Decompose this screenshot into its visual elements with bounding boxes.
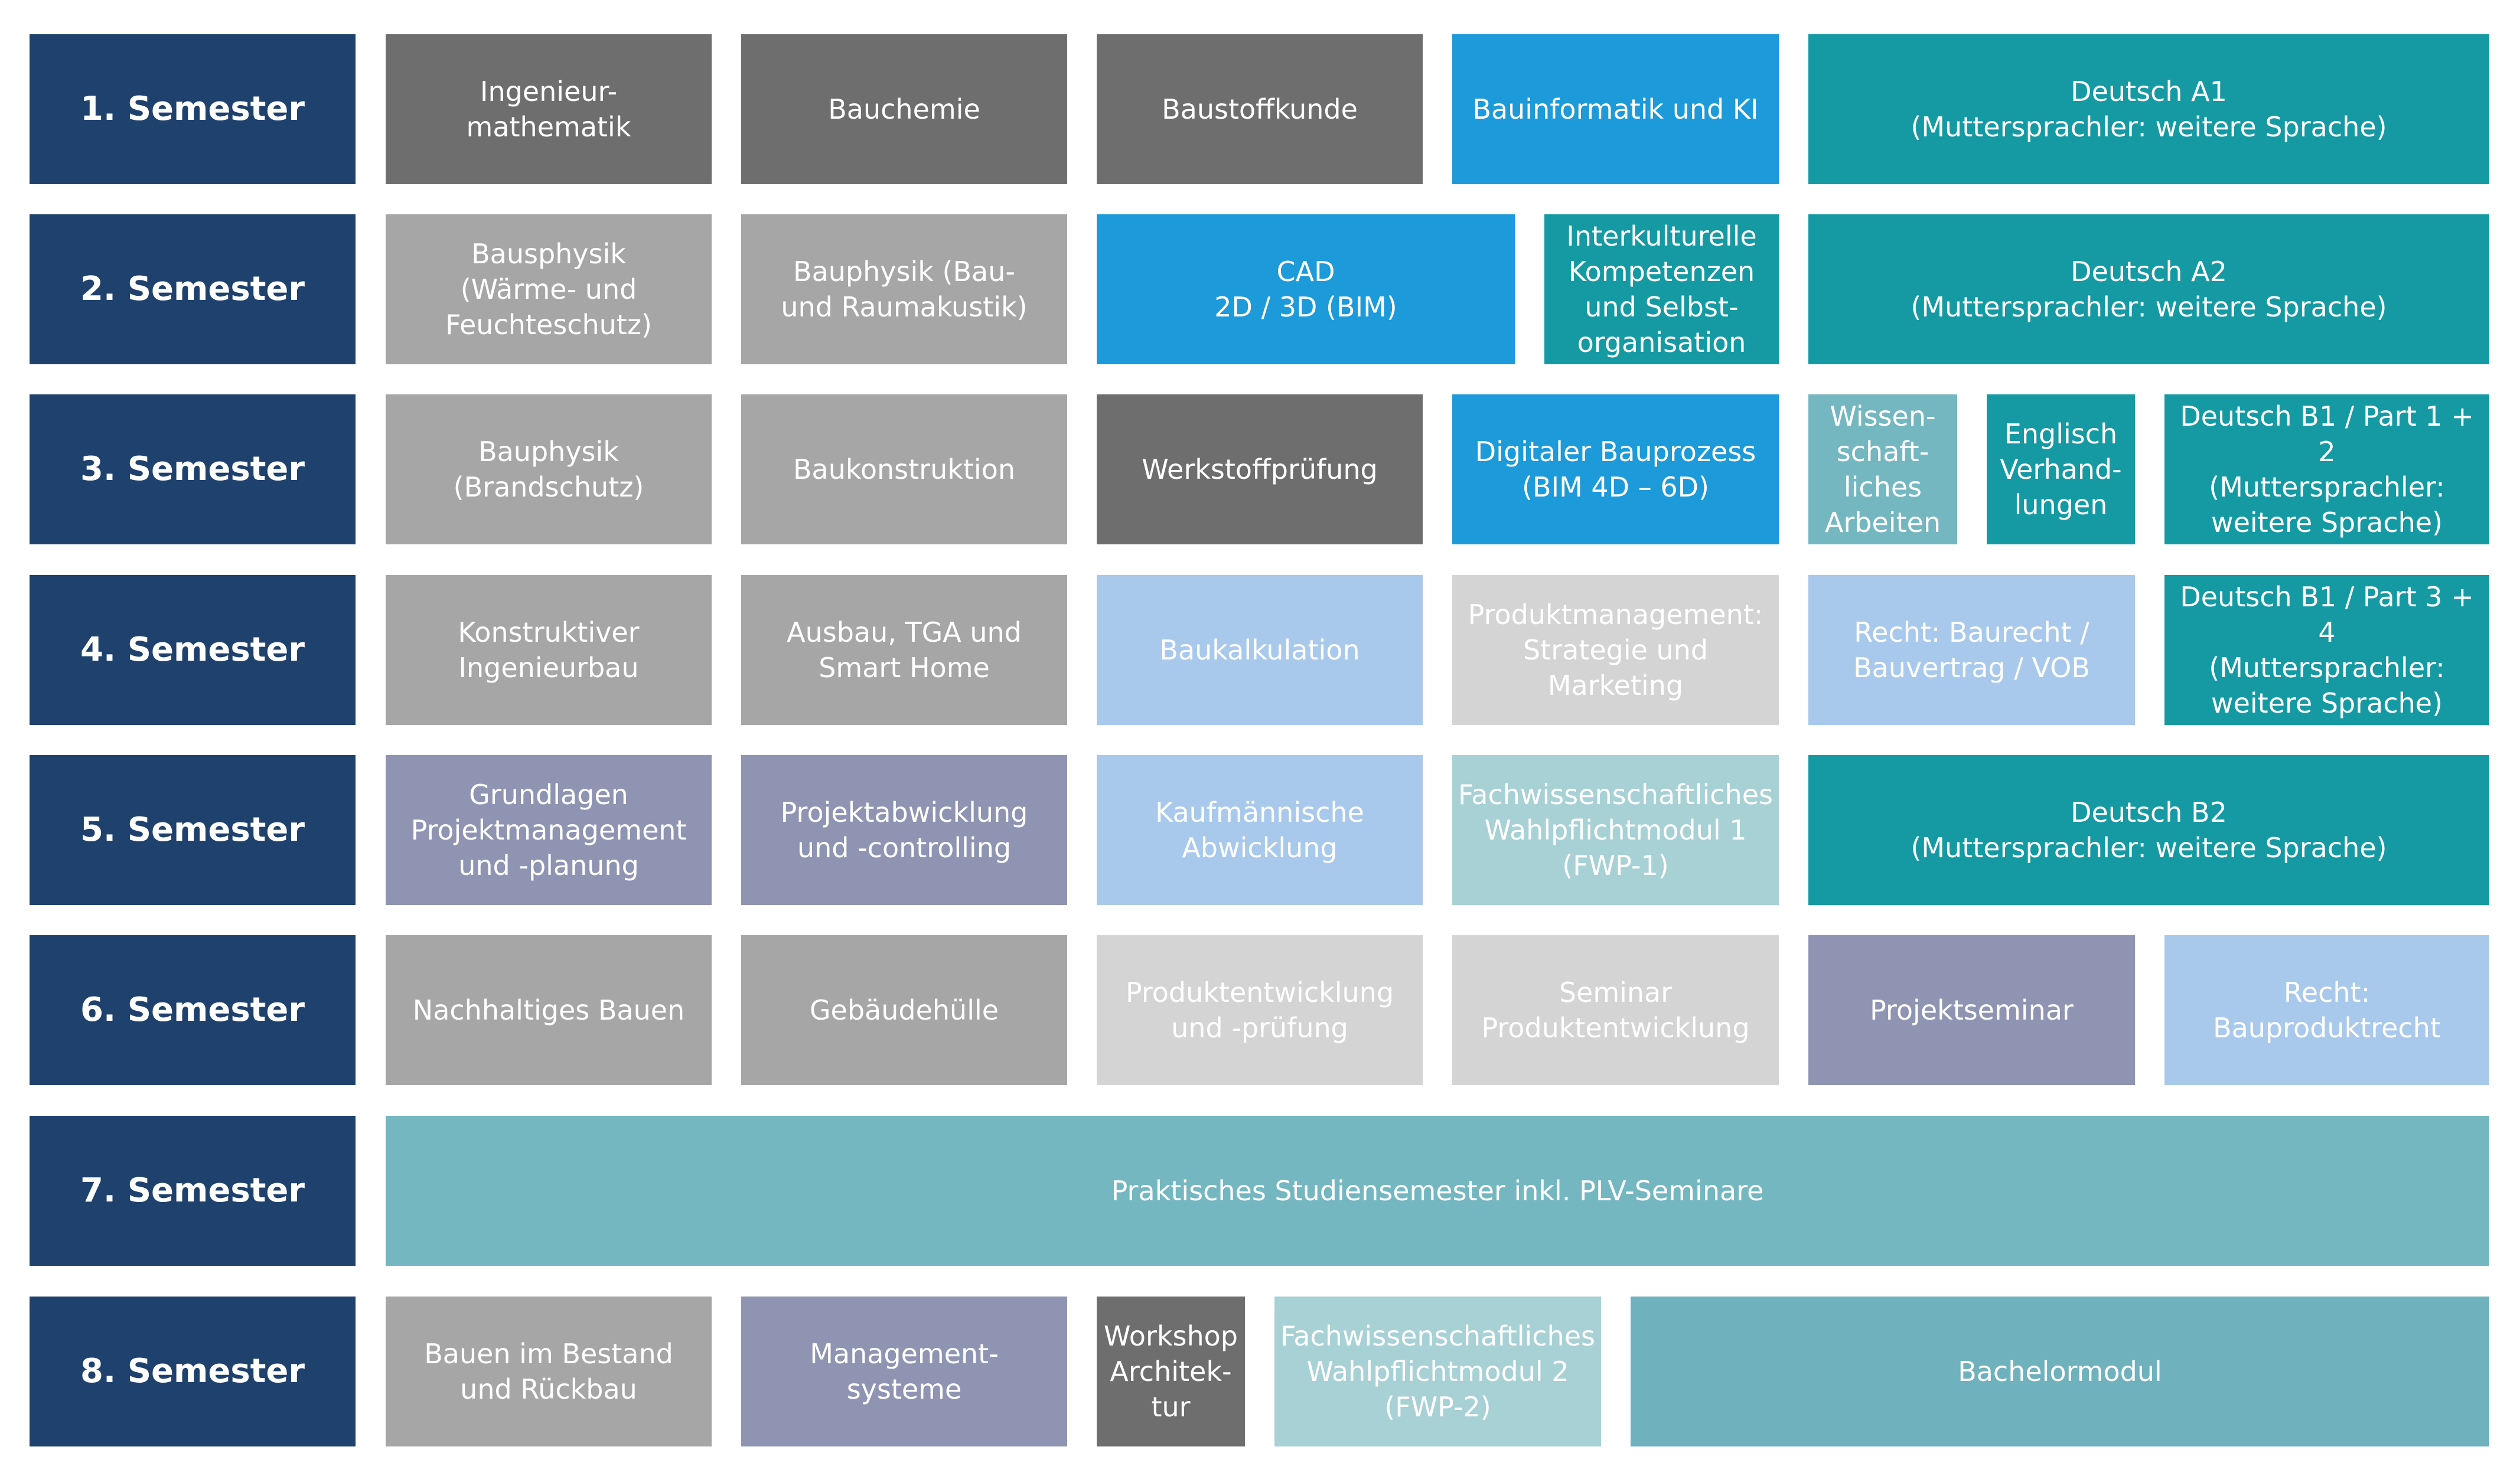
module-deutsch-a2: Deutsch A2 (Muttersprachler: weitere Spr… xyxy=(1808,214,2489,364)
module-produktmanagement: Produktmanagement: Strategie und Marketi… xyxy=(1452,575,1779,725)
module-ausbau-tga-und: Ausbau, TGA und Smart Home xyxy=(741,575,1067,725)
module-bauen-im-bestand: Bauen im Bestand und Rückbau xyxy=(386,1297,712,1446)
module-gebäudehülle: Gebäudehülle xyxy=(741,935,1067,1085)
module-recht: Recht: Bauproduktrecht xyxy=(2164,935,2489,1085)
module-nachhaltiges-bauen: Nachhaltiges Bauen xyxy=(386,935,712,1085)
module-deutsch-b1-part-3-4: Deutsch B1 / Part 3 + 4 (Muttersprachler… xyxy=(2164,575,2489,725)
module-digitaler-bauprozess: Digitaler Bauprozess (BIM 4D – 6D) xyxy=(1452,394,1779,544)
semester-label: 7. Semester xyxy=(30,1116,356,1266)
module-cad: CAD 2D / 3D (BIM) xyxy=(1097,214,1515,364)
semester-label: 3. Semester xyxy=(30,394,356,544)
module-kaufmännische: Kaufmännische Abwicklung xyxy=(1097,755,1423,905)
semester-label: 6. Semester xyxy=(30,935,356,1085)
module-ingenieur: Ingenieur- mathematik xyxy=(386,34,712,184)
module-bachelormodul: Bachelormodul xyxy=(1631,1297,2489,1446)
module-seminar: Seminar Produktentwicklung xyxy=(1452,935,1779,1085)
module-deutsch-b1-part-1-2: Deutsch B1 / Part 1 + 2 (Muttersprachler… xyxy=(2164,394,2489,544)
module-fachwissenschaftliches: Fachwissenschaftliches Wahlpflichtmodul … xyxy=(1274,1297,1601,1446)
module-praktisches-studiensemester-inkl-plv-seminare: Praktisches Studiensemester inkl. PLV-Se… xyxy=(386,1116,2489,1266)
module-deutsch-b2: Deutsch B2 (Muttersprachler: weitere Spr… xyxy=(1808,755,2489,905)
module-bauphysik-bau: Bauphysik (Bau- und Raumakustik) xyxy=(741,214,1067,364)
module-werkstoffprüfung: Werkstoffprüfung xyxy=(1097,394,1423,544)
semester-label: 8. Semester xyxy=(30,1297,356,1446)
module-konstruktiver: Konstruktiver Ingenieurbau xyxy=(386,575,712,725)
semester-label: 5. Semester xyxy=(30,755,356,905)
module-bausphysik: Bausphysik (Wärme- und Feuchteschutz) xyxy=(386,214,712,364)
module-bauchemie: Bauchemie xyxy=(741,34,1067,184)
module-wissen: Wissen- schaft- liches Arbeiten xyxy=(1808,394,1957,544)
module-workshop: Workshop Architek- tur xyxy=(1097,1297,1245,1446)
module-produktentwicklung: Produktentwicklung und -prüfung xyxy=(1097,935,1423,1085)
semester-label: 1. Semester xyxy=(30,34,356,184)
module-deutsch-a1: Deutsch A1 (Muttersprachler: weitere Spr… xyxy=(1808,34,2489,184)
module-bauphysik: Bauphysik (Brandschutz) xyxy=(386,394,712,544)
module-baukalkulation: Baukalkulation xyxy=(1097,575,1423,725)
module-management: Management- systeme xyxy=(741,1297,1067,1446)
semester-label: 4. Semester xyxy=(30,575,356,725)
module-projektabwicklung: Projektabwicklung und -controlling xyxy=(741,755,1067,905)
module-baukonstruktion: Baukonstruktion xyxy=(741,394,1067,544)
module-englisch: Englisch Verhand- lungen xyxy=(1987,394,2135,544)
module-baustoffkunde: Baustoffkunde xyxy=(1097,34,1423,184)
module-fachwissenschaftliches: Fachwissenschaftliches Wahlpflichtmodul … xyxy=(1452,755,1779,905)
module-bauinformatik-und-ki: Bauinformatik und KI xyxy=(1452,34,1779,184)
module-grundlagen: Grundlagen Projektmanagement und -planun… xyxy=(386,755,712,905)
semester-label: 2. Semester xyxy=(30,214,356,364)
module-interkulturelle: Interkulturelle Kompetenzen und Selbst- … xyxy=(1544,214,1779,364)
module-projektseminar: Projektseminar xyxy=(1808,935,2135,1085)
module-recht-baurecht: Recht: Baurecht / Bauvertrag / VOB xyxy=(1808,575,2135,725)
